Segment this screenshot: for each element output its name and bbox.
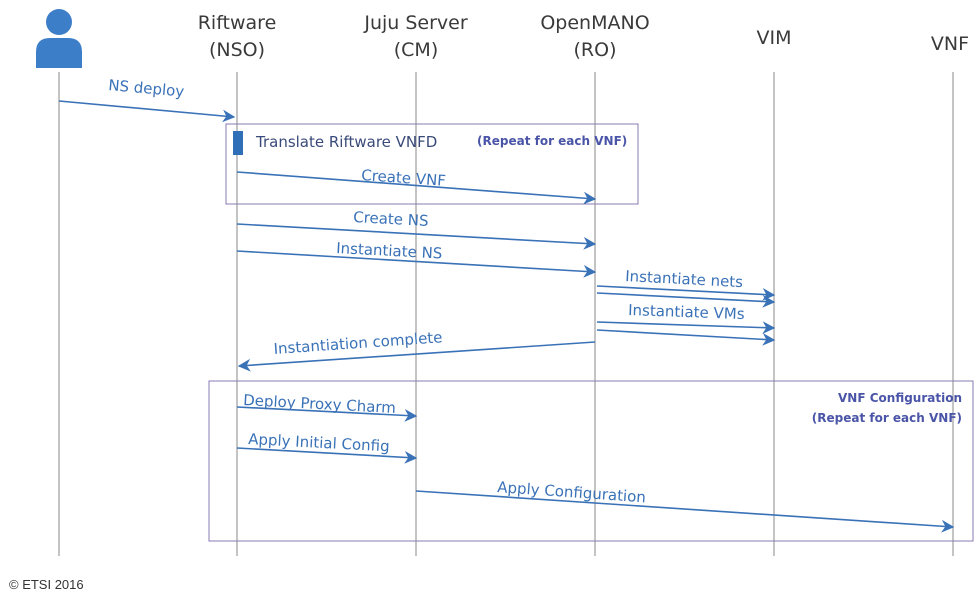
arrow-apply-initial [236, 447, 418, 464]
arrow-instantiate-ns [236, 250, 597, 278]
participant-nso-role: (NSO) [208, 39, 266, 61]
vnf-configuration-frame [208, 380, 974, 542]
arrow-instantiate-vms-1 [596, 321, 776, 335]
note-repeat-vnf: (Repeat for each VNF) [477, 134, 627, 148]
participant-vim-name: VIM [756, 27, 792, 49]
label-ns-deploy: NS deploy [108, 76, 185, 101]
arrow-deploy-proxy [236, 406, 418, 422]
arrow-apply-config [415, 490, 955, 533]
activation-box [233, 131, 243, 155]
participant-cm-name: Juju Server [364, 12, 468, 34]
label-instantiate-ns: Instantiate NS [336, 239, 443, 263]
label-apply-initial: Apply Initial Config [248, 430, 390, 455]
participant-cm: Juju Server (CM) [364, 10, 467, 64]
participant-ro-role: (RO) [573, 39, 617, 61]
copyright-footer: © ETSI 2016 [9, 577, 84, 592]
repeat-vnf-frame [225, 123, 639, 205]
arrow-ns-deploy [58, 100, 236, 123]
arrow-instantiate-nets-1 [596, 285, 776, 301]
participant-vnf: VNF [931, 31, 969, 58]
arrow-create-ns [236, 223, 597, 250]
arrow-instantiate-nets-2 [596, 292, 776, 308]
participant-nso: Riftware (NSO) [198, 10, 277, 64]
label-create-vnf: Create VNF [361, 166, 447, 190]
arrow-instantiate-vms-2 [596, 329, 776, 346]
arrow-instantiation-complete [237, 341, 596, 372]
arrow-create-vnf [236, 171, 597, 205]
label-translate: Translate Riftware VNFD [255, 133, 437, 151]
label-create-ns: Create NS [353, 208, 429, 230]
participant-nso-name: Riftware [197, 12, 277, 34]
participant-vim: VIM [757, 25, 792, 52]
label-deploy-proxy: Deploy Proxy Charm [243, 391, 397, 417]
note-vnf-config-repeat: (Repeat for each VNF) [812, 411, 962, 425]
participant-ro: OpenMANO (RO) [540, 10, 649, 64]
user-icon [36, 9, 82, 68]
label-instantiate-vms: Instantiate VMs [628, 301, 745, 323]
participant-ro-name: OpenMANO [540, 12, 650, 34]
participant-cm-role: (CM) [393, 39, 439, 61]
participant-vnf-name: VNF [930, 33, 970, 55]
note-vnf-config-title: VNF Configuration [838, 391, 962, 405]
